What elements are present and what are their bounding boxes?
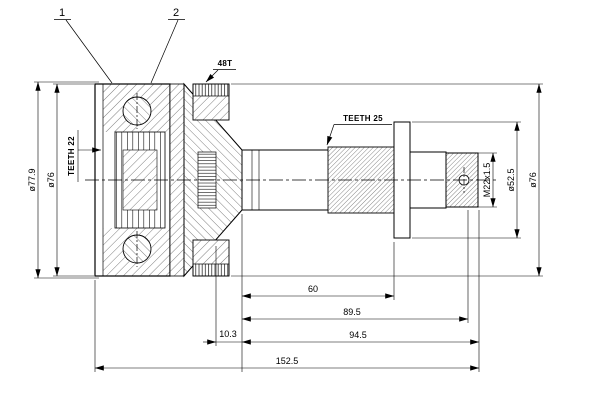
top-callouts <box>54 19 392 146</box>
dim-dia-77-9: ø77.9 <box>27 168 37 191</box>
left-dimensions <box>34 81 102 279</box>
dim-94-5: 94.5 <box>349 330 367 340</box>
dim-89-5: 89.5 <box>343 307 361 317</box>
callout-teeth-22: TEETH 22 <box>67 136 76 176</box>
right-dimensions <box>231 83 543 277</box>
dim-60: 60 <box>308 284 318 294</box>
centerlines <box>85 93 497 267</box>
bottom-dimensions <box>94 210 480 372</box>
abs-tone-ring <box>192 83 230 277</box>
dim-dia-76-left: ø76 <box>46 172 56 188</box>
tone-ring-bottom-teeth <box>192 263 230 277</box>
dim-thread: M22x1.5 <box>482 163 492 198</box>
label2-leader <box>150 19 179 84</box>
part-label-1: 1 <box>59 7 65 19</box>
tone-ring-top-teeth <box>192 83 230 97</box>
dim-dia-76-right: ø76 <box>528 172 538 188</box>
label1-leader <box>65 19 113 84</box>
tone-ring-bottom-hatch <box>193 240 229 264</box>
part-label-2: 2 <box>173 7 179 19</box>
dim-152-5: 152.5 <box>276 356 299 366</box>
dim-10-3: 10.3 <box>219 329 237 339</box>
callout-48t: 48T <box>218 59 233 68</box>
teeth25-leader <box>326 124 335 146</box>
dim-dia-52-5: ø52.5 <box>506 168 516 191</box>
tone-ring-top-hatch <box>193 96 229 120</box>
label48t-leader <box>205 69 219 83</box>
callout-teeth-25: TEETH 25 <box>343 114 383 123</box>
